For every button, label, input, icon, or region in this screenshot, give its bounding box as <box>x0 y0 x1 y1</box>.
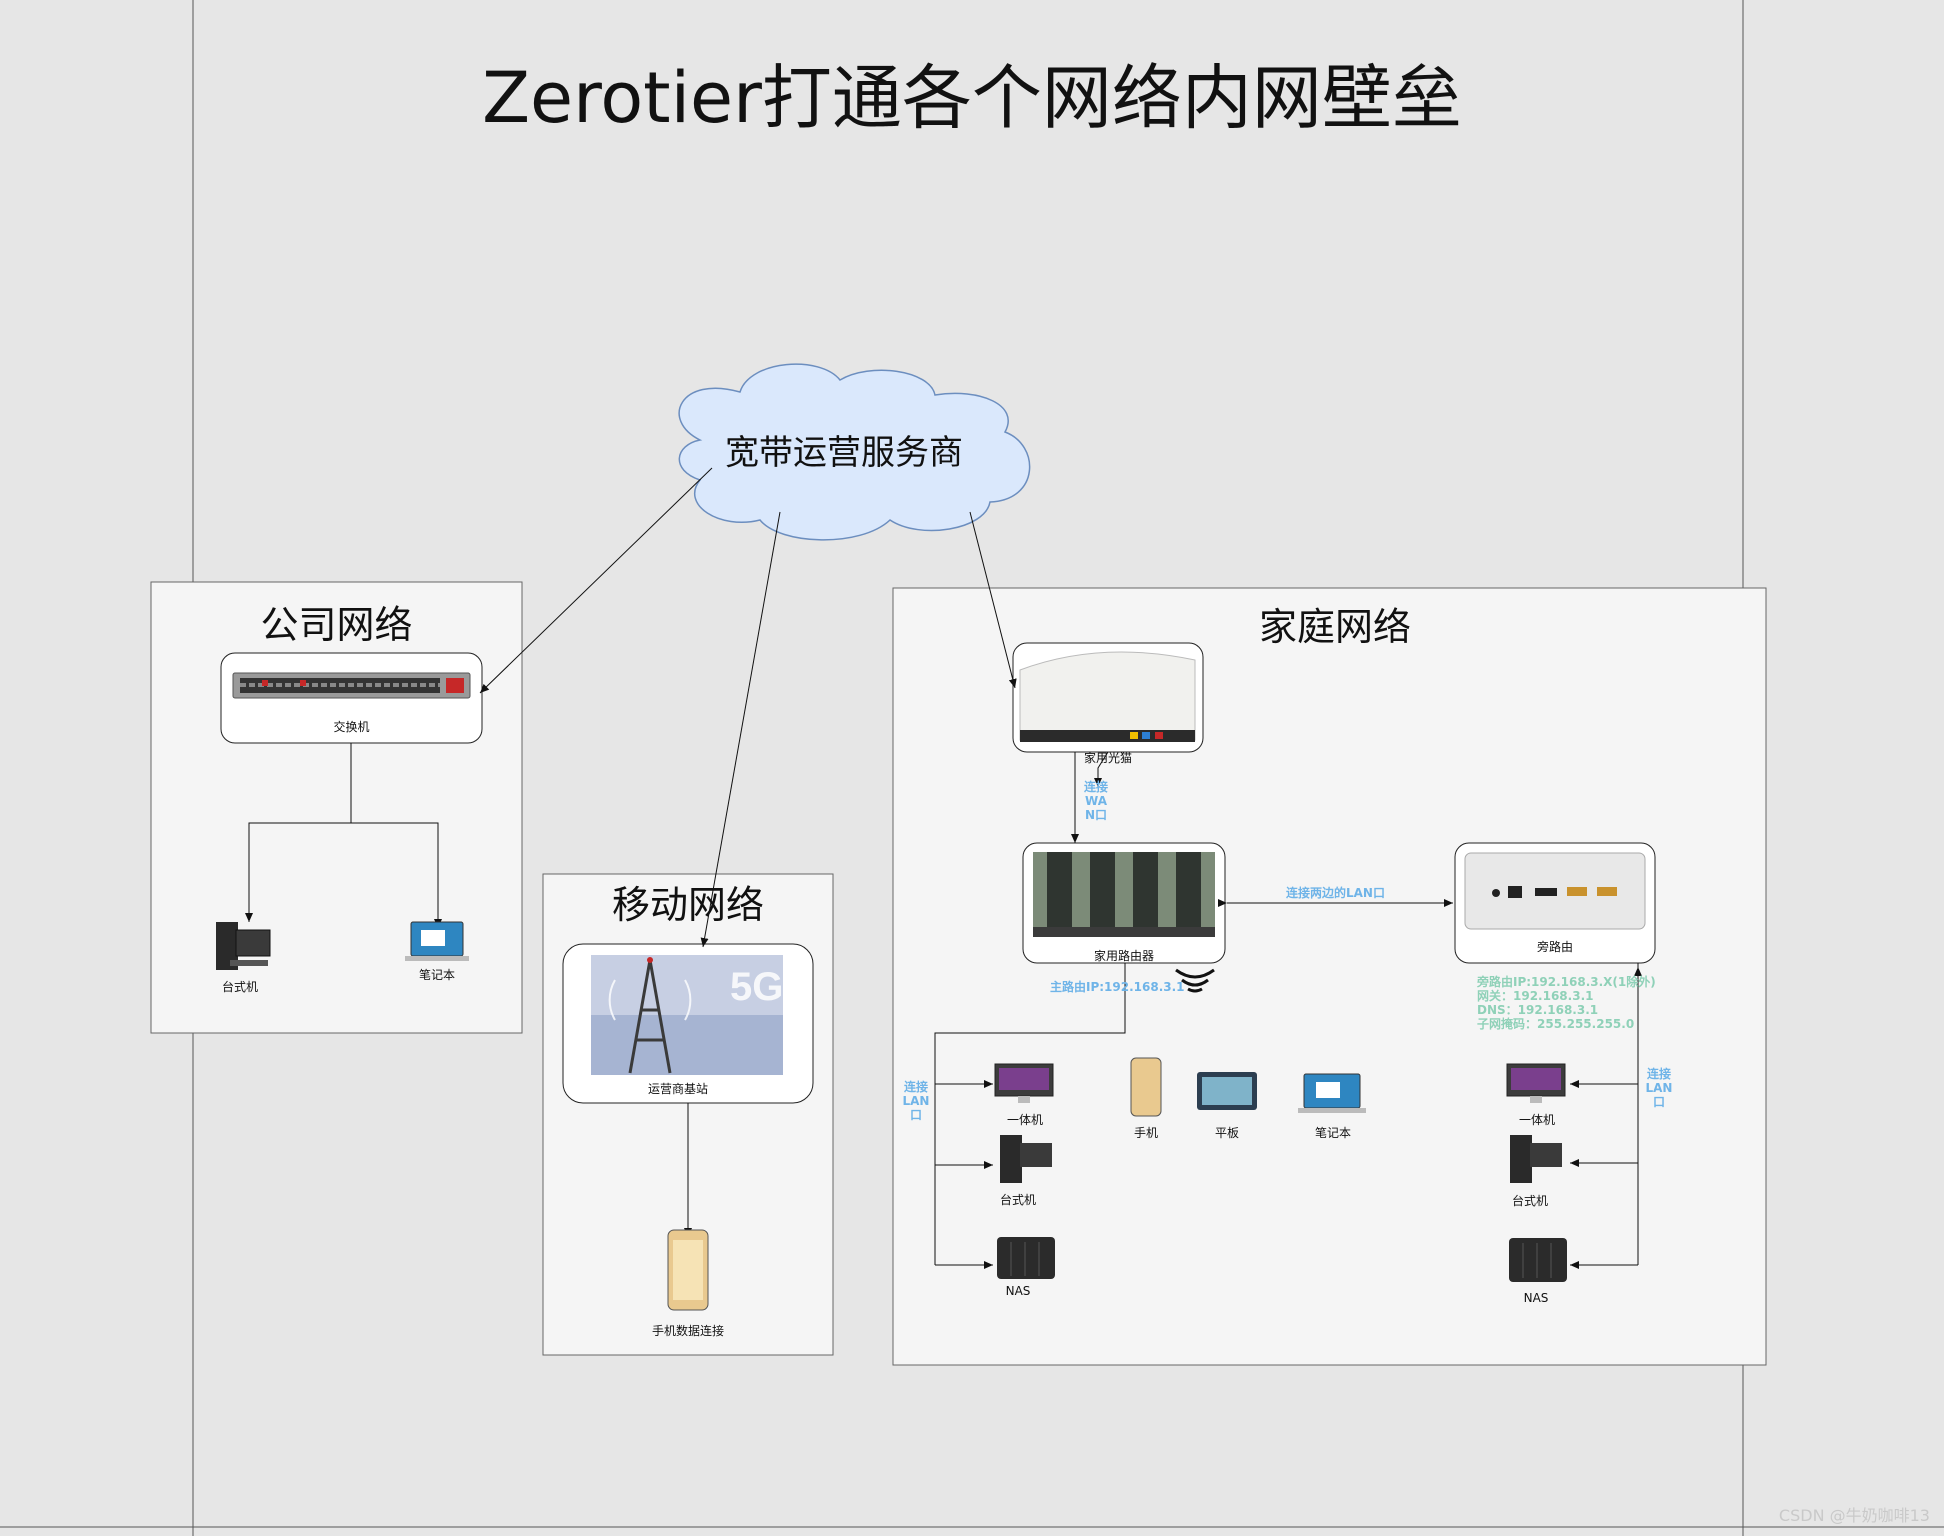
left-lan-label: 连接LAN口 <box>901 1080 931 1122</box>
phone-icon-mobile <box>668 1230 708 1310</box>
badge-5g: 5G <box>730 965 783 1009</box>
right-lan-label: 连接LAN口 <box>1644 1067 1674 1109</box>
phone-label-mobile: 手机数据连接 <box>620 1322 756 1339</box>
tablet-icon-home <box>1197 1072 1257 1110</box>
laptop-icon-company <box>405 922 469 961</box>
bypass-info-dns: DNS：192.168.3.1 <box>1477 1003 1656 1017</box>
desktop-label-right: 台式机 <box>1490 1192 1570 1209</box>
laptop-label-company: 笔记本 <box>397 966 477 983</box>
bypass-info-ip: 旁路由IP:192.168.3.X(1除外) <box>1477 975 1656 989</box>
router-image <box>1033 852 1215 937</box>
nas-icon-left <box>997 1237 1055 1279</box>
bypass-info: 旁路由IP:192.168.3.X(1除外) 网关：192.168.3.1 DN… <box>1477 975 1656 1031</box>
bypass-router-image <box>1465 853 1645 929</box>
laptop-icon-home <box>1298 1074 1366 1113</box>
desktop-label-left: 台式机 <box>978 1191 1058 1208</box>
phone-label-home: 手机 <box>1106 1124 1186 1141</box>
company-panel-title: 公司网络 <box>151 594 522 649</box>
phone-icon-home <box>1131 1058 1161 1116</box>
switch-image <box>233 673 470 698</box>
nas-label-left: NAS <box>978 1284 1058 1298</box>
nas-icon-right <box>1509 1238 1567 1282</box>
switch-label: 交换机 <box>221 718 482 735</box>
bypass-info-gateway: 网关：192.168.3.1 <box>1477 989 1656 1003</box>
wan-link-label: 连接WAN口 <box>1081 780 1111 822</box>
desktop-label-company: 台式机 <box>200 978 280 995</box>
modem-image <box>1020 652 1195 742</box>
tower-label: 运营商基站 <box>563 1080 793 1097</box>
nas-label-right: NAS <box>1496 1291 1576 1305</box>
router-label: 家用路由器 <box>1023 947 1225 964</box>
cloud-label: 宽带运营服务商 <box>725 425 963 474</box>
modem-label: 家用光猫 <box>1070 749 1146 766</box>
home-panel-title: 家庭网络 <box>1240 596 1430 651</box>
aio-label-right: 一体机 <box>1497 1111 1577 1128</box>
watermark: CSDN @牛奶咖啡13 <box>1779 1502 1930 1526</box>
lan-both-label: 连接两边的LAN口 <box>1286 884 1385 901</box>
bypass-info-mask: 子网掩码：255.255.255.0 <box>1477 1017 1656 1031</box>
router-ip-label: 主路由IP:192.168.3.1 <box>1050 978 1185 995</box>
laptop-label-home: 笔记本 <box>1293 1124 1373 1141</box>
mobile-panel-title: 移动网络 <box>543 874 833 929</box>
tablet-label-home: 平板 <box>1187 1124 1267 1141</box>
diagram-title: Zerotier打通各个网络内网壁垒 <box>0 42 1944 143</box>
aio-label-left: 一体机 <box>985 1111 1065 1128</box>
bypass-label: 旁路由 <box>1455 938 1655 955</box>
